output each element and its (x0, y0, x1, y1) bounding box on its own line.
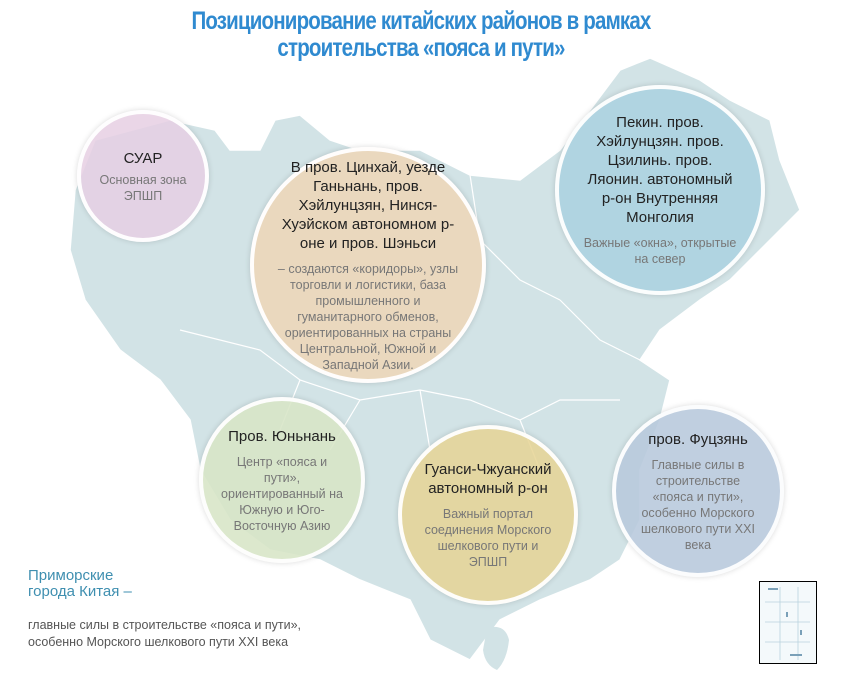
title-line-1: Позиционирование китайских районов в рам… (191, 7, 651, 35)
region-heading: пров. Фуцзянь (648, 430, 748, 448)
region-circle-xinjiang: СУАР Основная зона ЭПШП (77, 110, 209, 242)
region-heading: Пекин. пров. Хэйлунцзян. пров. Цзилинь. … (587, 114, 733, 226)
minimap-lines (765, 587, 810, 660)
region-description: – создаются «коридоры», узлы торговли и … (277, 261, 459, 372)
region-circle-north: Пекин. пров. Хэйлунцзян. пров. Цзилинь. … (555, 85, 765, 295)
minimap-thumbnail[interactable] (759, 581, 817, 664)
region-description: Главные силы в строительстве «пояса и пу… (641, 457, 755, 552)
region-heading: Гуанси-Чжуанский автономный р-он (424, 461, 552, 497)
note-description: главные силы в строительстве «пояса и пу… (28, 618, 301, 649)
note-title: Приморские города Китая – (28, 567, 132, 600)
page-title: Позиционирование китайских районов в рам… (76, 8, 766, 62)
region-heading: Пров. Юньнань (228, 427, 336, 445)
region-heading: СУАР (123, 149, 163, 167)
title-line-2: строительства «пояса и пути» (277, 34, 565, 62)
region-heading: В пров. Цинхай, уезде Ганьнань, пров. Хэ… (281, 158, 455, 252)
region-circle-yunnan: Пров. Юньнань Центр «пояса и пути», орие… (199, 397, 365, 563)
region-description: Важные «окна», открытые на север (583, 236, 737, 266)
coastal-cities-note: Приморские города Китая – главные силы в… (28, 568, 338, 651)
region-description: Центр «пояса и пути», ориентированный на… (221, 454, 343, 533)
region-circle-guangxi: Гуанси-Чжуанский автономный р-он Важный … (398, 425, 578, 605)
region-circle-central: В пров. Цинхай, уезде Ганьнань, пров. Хэ… (250, 147, 486, 383)
region-circle-fujian: пров. Фуцзянь Главные силы в строительст… (612, 405, 784, 577)
region-description: Основная зона ЭПШП (99, 172, 187, 203)
region-description: Важный портал соединения Морского шелков… (424, 507, 552, 569)
